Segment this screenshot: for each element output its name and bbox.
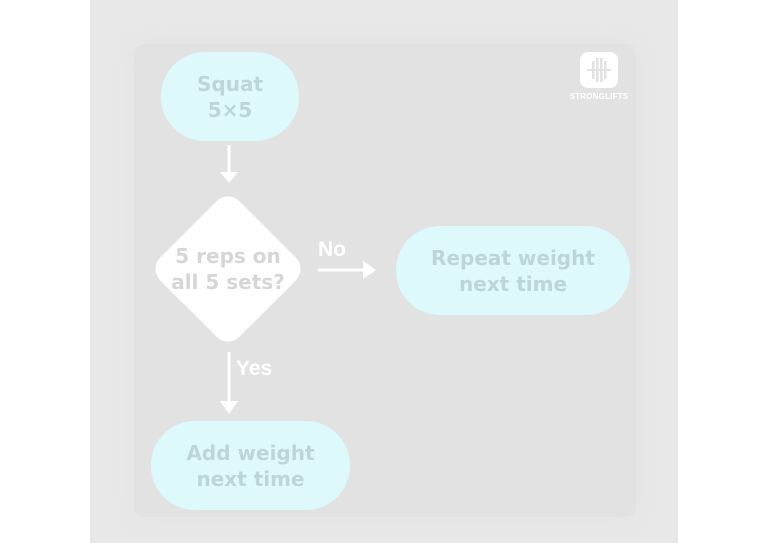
- barbell-plates-icon: [580, 52, 618, 88]
- decision-question: 5 reps on all 5 sets?: [171, 244, 285, 294]
- logo-wordmark: STRONGLIFTS: [569, 92, 629, 101]
- start-node-squat: Squat 5×5: [161, 52, 299, 141]
- arrow-decision-to-add: [220, 352, 238, 414]
- add-weight-node: Add weight next time: [151, 421, 350, 510]
- arrow-decision-to-repeat: [318, 261, 376, 279]
- repeat-weight-node: Repeat weight next time: [396, 226, 630, 315]
- arrow-start-to-decision: [220, 145, 238, 183]
- no-branch-label: No: [318, 238, 346, 261]
- stronglifts-logo: STRONGLIFTS: [566, 52, 632, 104]
- yes-branch-label: Yes: [236, 357, 273, 380]
